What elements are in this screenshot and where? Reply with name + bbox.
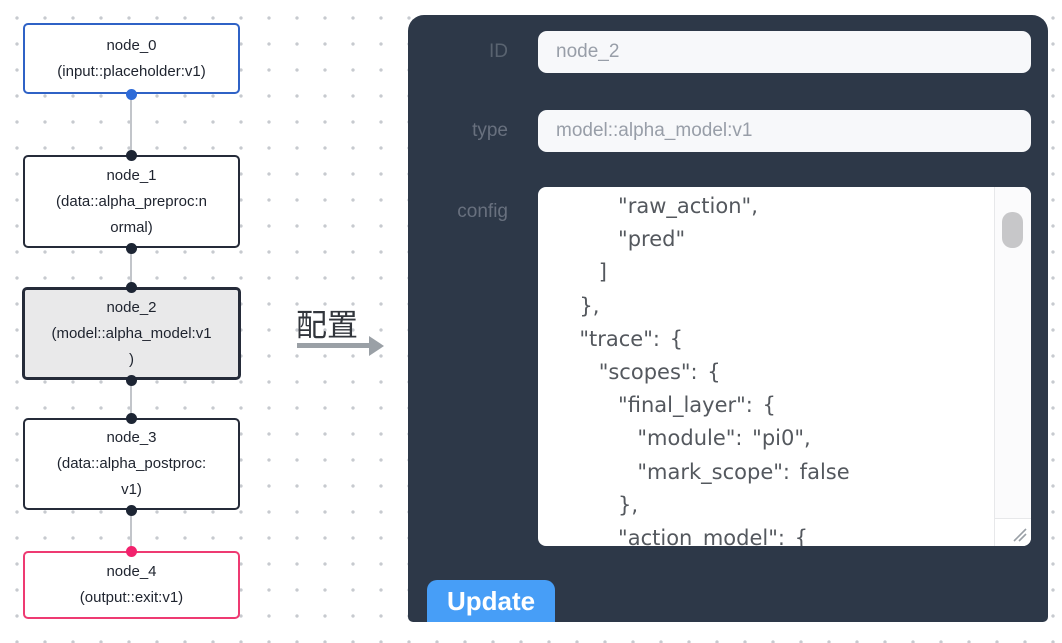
type-field-label: type [472,120,508,141]
config-json-text[interactable]: "raw_action", "pred" ] }, "trace": { "sc… [579,194,850,546]
resize-handle-icon [1013,528,1027,542]
config-resize-corner[interactable] [994,518,1031,546]
node-config-panel: ID type config "raw_action", "pred" ] },… [408,15,1048,622]
graph-node-2-selected[interactable]: node_2 (model::alpha_model:v1 ) [22,287,241,380]
arrow-shaft [297,343,371,348]
id-field-label: ID [489,41,508,62]
port-dot-node2-in[interactable] [126,282,137,293]
edge-node0-node1 [130,94,132,155]
graph-node-1[interactable]: node_1 (data::alpha_preproc:n ormal) [23,155,240,248]
config-field-label: config [457,201,508,222]
port-dot-node0-out[interactable] [126,89,137,100]
configure-label: 配置 [296,308,358,343]
type-input[interactable] [538,110,1031,152]
update-button[interactable]: Update [427,580,555,622]
edge-node3-node4 [130,510,132,551]
graph-node-4[interactable]: node_4 (output::exit:v1) [23,551,240,619]
port-dot-node3-in[interactable] [126,413,137,424]
edge-node2-node3 [130,380,132,418]
config-scrollbar-thumb[interactable] [1002,212,1023,248]
config-textarea[interactable]: "raw_action", "pred" ] }, "trace": { "sc… [538,187,1031,546]
edge-node1-node2 [130,248,132,287]
port-dot-node2-out[interactable] [126,375,137,386]
port-dot-node1-out[interactable] [126,243,137,254]
port-dot-node4-in[interactable] [126,546,137,557]
graph-node-3[interactable]: node_3 (data::alpha_postproc: v1) [23,418,240,510]
right-arrow-icon [297,335,387,356]
port-dot-node1-in[interactable] [126,150,137,161]
graph-node-0[interactable]: node_0 (input::placeholder:v1) [23,23,240,94]
port-dot-node3-out[interactable] [126,505,137,516]
id-input[interactable] [538,31,1031,73]
arrow-head [369,336,384,356]
config-scrollbar-track[interactable] [994,187,1031,518]
